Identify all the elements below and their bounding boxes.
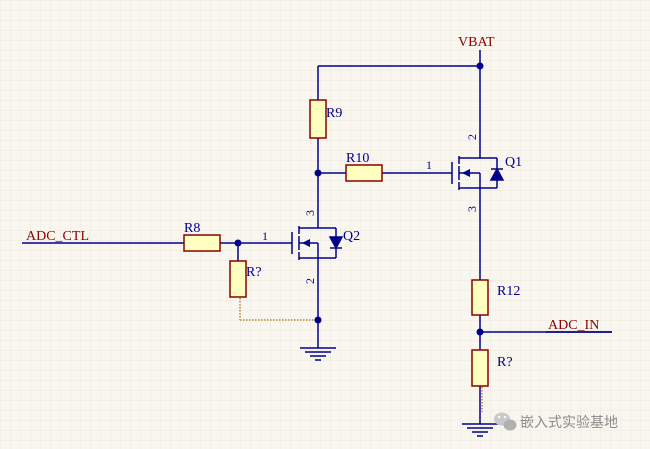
pin-label: 2 [465, 134, 479, 140]
junction-dot [314, 169, 322, 177]
net-label-vbat: VBAT [458, 35, 495, 50]
watermark-text: 嵌入式实验基地 [520, 414, 618, 431]
pin-label: 1 [426, 158, 432, 172]
junctions [234, 62, 484, 336]
resistor-r8[interactable] [183, 234, 221, 252]
label-q1: Q1 [505, 155, 522, 170]
mosfet-q1[interactable] [451, 148, 505, 192]
pin-label: 3 [303, 210, 317, 216]
wires [22, 50, 612, 420]
resistor-r-bottom-right[interactable] [471, 349, 489, 387]
net-label-adc-ctl: ADC_CTL [26, 229, 89, 244]
watermark: 嵌入式实验基地 [494, 412, 618, 431]
label-q2: Q2 [343, 229, 360, 244]
ground-symbol-right [462, 420, 498, 437]
resistor-r-bottom-left[interactable] [229, 260, 247, 298]
pin-label: 2 [303, 278, 317, 284]
label-r-bottom-right: R? [497, 355, 513, 370]
label-r10: R10 [346, 151, 369, 166]
ground-symbol-left [300, 344, 336, 361]
label-r9: R9 [326, 106, 342, 121]
pin-label: 3 [465, 206, 479, 212]
junction-dot [234, 239, 242, 247]
mosfet-q2[interactable] [291, 220, 344, 266]
resistor-r9[interactable] [309, 99, 327, 139]
pin-label: 1 [262, 229, 268, 243]
resistor-r10[interactable] [345, 164, 383, 182]
wechat-icon [494, 412, 517, 431]
junction-dot [476, 62, 484, 70]
resistor-r12[interactable] [471, 279, 489, 316]
net-label-adc-in: ADC_IN [548, 318, 599, 333]
label-r8: R8 [184, 221, 200, 236]
junction-dot [476, 328, 484, 336]
label-r12: R12 [497, 284, 520, 299]
junction-dot [314, 316, 322, 324]
label-r-bottom-left: R? [246, 265, 262, 280]
